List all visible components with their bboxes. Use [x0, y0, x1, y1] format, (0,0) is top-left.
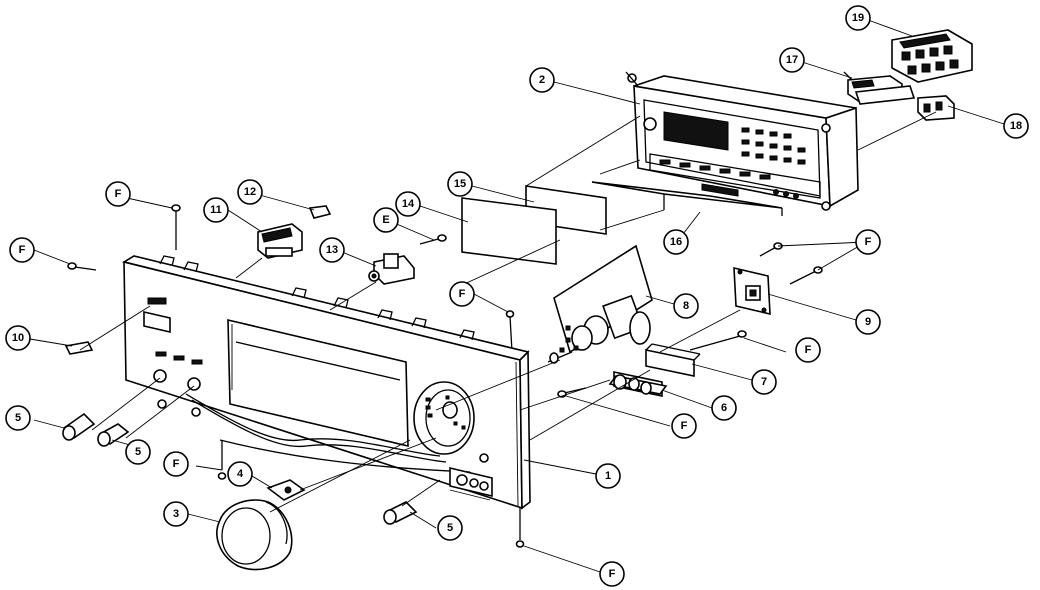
screw-f-top-left: [171, 204, 181, 250]
screw-e: [419, 234, 447, 245]
callout-f-mid: F: [449, 281, 475, 307]
part-12-clip: [308, 205, 332, 219]
screw-f-right-1: [759, 242, 783, 257]
svg-text:10: 10: [12, 332, 24, 344]
callout-19: 19: [845, 5, 871, 31]
callout-10: 10: [5, 325, 31, 351]
svg-text:8: 8: [683, 300, 689, 312]
screw-f-left: [67, 262, 97, 271]
part-7-plate: [645, 343, 701, 377]
part-19-terminal-block: [891, 29, 973, 83]
svg-text:17: 17: [786, 54, 798, 66]
callout-f-right-top: F: [855, 229, 881, 255]
svg-text:13: 13: [326, 244, 338, 256]
svg-text:14: 14: [402, 198, 415, 210]
screw-f-mid: [505, 310, 515, 353]
callout-15: 15: [447, 171, 473, 197]
callout-5-mid: 5: [125, 439, 151, 465]
part-10-slider-knob: [64, 341, 94, 355]
svg-text:F: F: [805, 344, 812, 356]
callout-18: 18: [1003, 113, 1029, 139]
part-14-overlay: [461, 197, 557, 265]
svg-text:2: 2: [539, 74, 545, 86]
svg-text:F: F: [865, 236, 872, 248]
callout-4: 4: [227, 461, 253, 487]
callout-f-right-mid: F: [795, 337, 821, 363]
part-5-buttons: [62, 412, 418, 525]
svg-text:F: F: [19, 244, 26, 256]
part-16-lens: [591, 181, 783, 216]
svg-text:16: 16: [670, 236, 682, 248]
callout-f-bottom-left: F: [163, 451, 189, 477]
part-18-connector: [917, 95, 955, 121]
callout-8: 8: [673, 293, 699, 319]
svg-text:6: 6: [721, 402, 727, 414]
callout-17: 17: [779, 47, 805, 73]
callout-1: 1: [595, 463, 621, 489]
svg-text:F: F: [459, 288, 466, 300]
callout-11: 11: [203, 197, 229, 223]
callout-3: 3: [163, 501, 189, 527]
part-11-switch: [257, 223, 303, 259]
part-2-display-board: [625, 71, 859, 211]
callout-16: 16: [663, 229, 689, 255]
callouts: 19 17 2 18 15 14 16 F 12 11 E 13 F F F 8…: [5, 5, 1029, 587]
callout-e: E: [373, 207, 399, 233]
part-6-switch-block: [608, 371, 668, 397]
callout-f-left: F: [9, 237, 35, 263]
svg-text:5: 5: [447, 522, 453, 534]
svg-text:9: 9: [865, 316, 871, 328]
callout-f-top-left: F: [105, 181, 131, 207]
svg-text:E: E: [382, 214, 389, 226]
callout-12: 12: [237, 179, 263, 205]
callout-14: 14: [395, 191, 421, 217]
part-9-bracket: [733, 266, 771, 316]
svg-text:19: 19: [852, 12, 864, 24]
part-17-connector: [843, 71, 916, 105]
part-3-knob: [216, 499, 293, 571]
svg-text:15: 15: [454, 178, 466, 190]
screws: [67, 204, 823, 548]
svg-text:7: 7: [761, 376, 767, 388]
callout-7: 7: [751, 369, 777, 395]
svg-text:12: 12: [244, 186, 256, 198]
callout-5-left: 5: [5, 405, 31, 431]
svg-text:F: F: [173, 458, 180, 470]
svg-text:F: F: [609, 568, 616, 580]
part-13-switch-assembly: [368, 253, 415, 285]
leader-lines: [23, 19, 1005, 573]
screw-f-right-2: [789, 266, 823, 285]
callout-f-bottom: F: [599, 561, 625, 587]
part-4-clip: [266, 479, 306, 501]
callout-5-right: 5: [437, 515, 463, 541]
screw-f-bottom-left: [217, 440, 227, 480]
part-1-control-panel: [121, 255, 531, 510]
svg-text:F: F: [681, 420, 688, 432]
svg-text:5: 5: [135, 446, 141, 458]
callout-f-center: F: [671, 413, 697, 439]
part-8-rotary-pcb: [547, 244, 653, 364]
callout-2: 2: [529, 67, 555, 93]
callout-6: 6: [711, 395, 737, 421]
svg-text:11: 11: [210, 204, 222, 216]
svg-text:3: 3: [173, 508, 179, 520]
svg-text:4: 4: [237, 468, 244, 480]
svg-text:5: 5: [15, 412, 21, 424]
svg-text:1: 1: [605, 470, 611, 482]
callout-9: 9: [855, 309, 881, 335]
screw-f-center: [689, 330, 747, 351]
svg-text:F: F: [115, 188, 122, 200]
callout-13: 13: [319, 237, 345, 263]
svg-text:18: 18: [1010, 120, 1022, 132]
